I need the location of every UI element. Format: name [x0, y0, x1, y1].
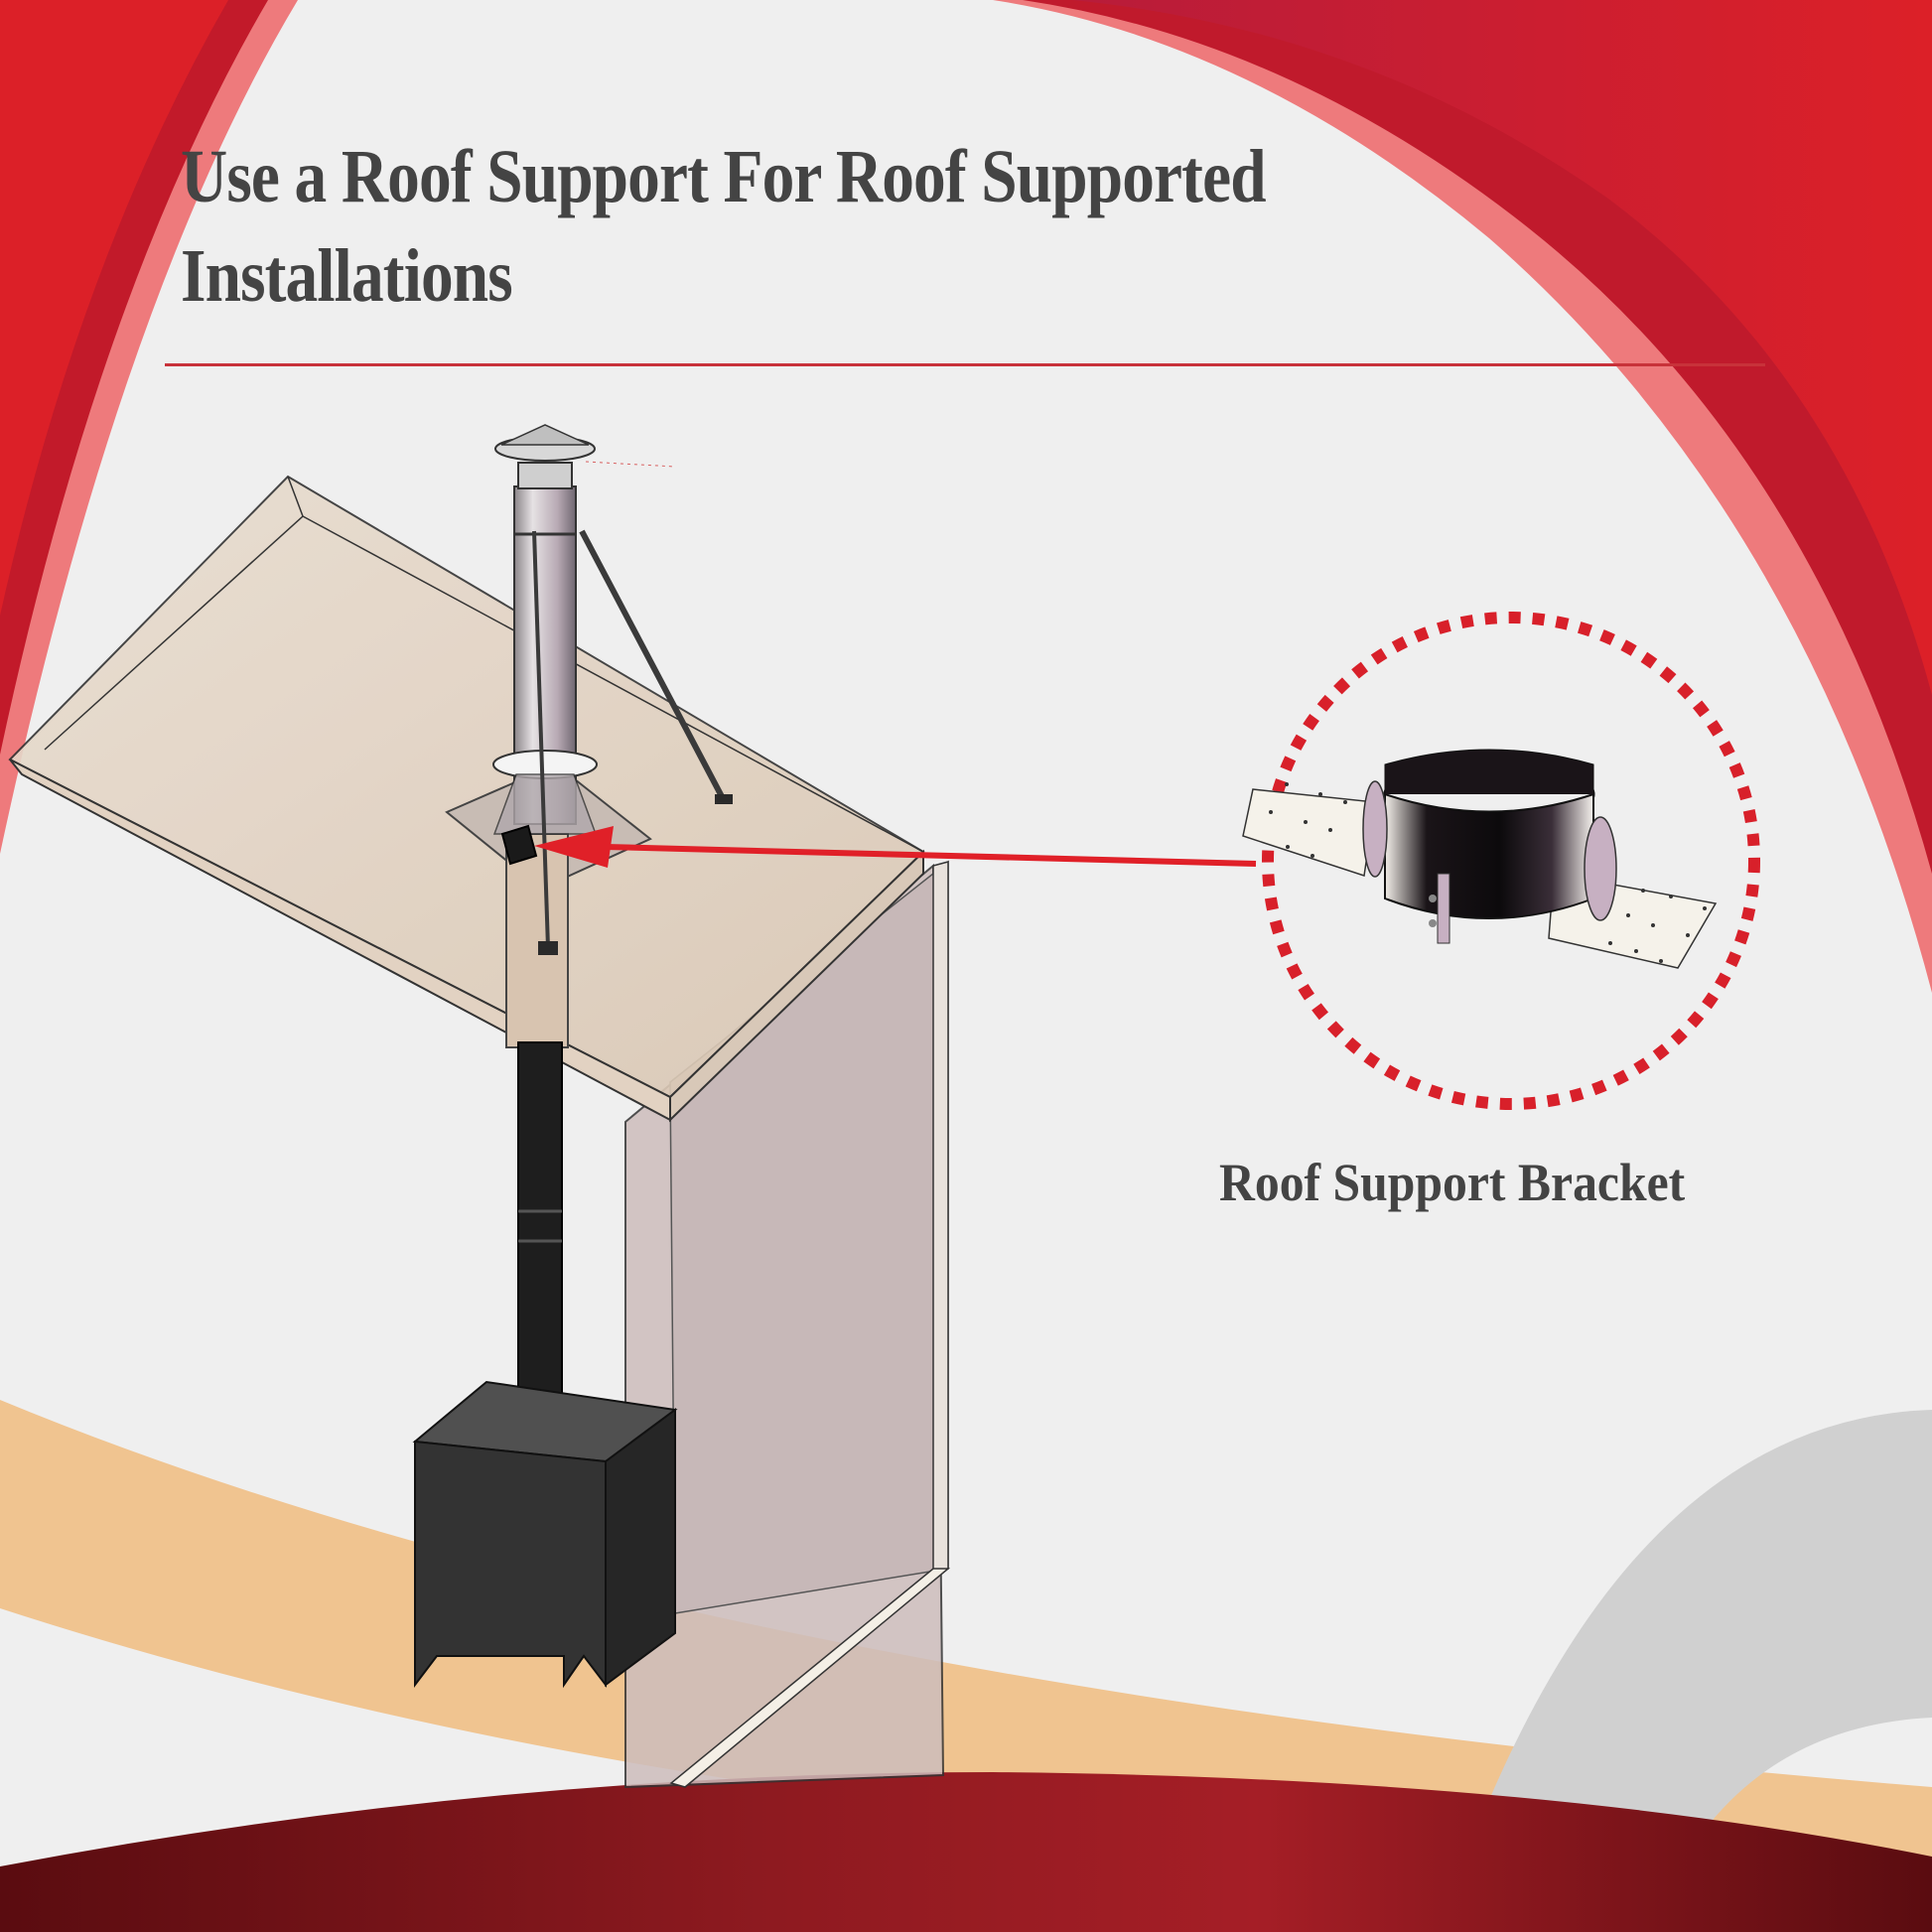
installed-bracket: [500, 824, 538, 866]
peach-wave: [0, 1400, 1932, 1863]
top-left-swoosh: [0, 0, 298, 854]
callout-dotted-circle: [1262, 612, 1760, 1110]
pointer-arrow: [534, 826, 1257, 868]
page-title: Use a Roof Support For Roof Supported In…: [181, 127, 1316, 326]
title-line-2: Installations: [181, 234, 513, 318]
title-divider: [165, 363, 1765, 366]
wall: [624, 860, 951, 1789]
bottom-red-wave: [0, 1772, 1932, 1932]
roof-brace: [579, 529, 728, 804]
bracket-caption: Roof Support Bracket: [1219, 1153, 1686, 1212]
gray-arc: [1440, 1410, 1932, 1932]
top-right-swoosh: [993, 0, 1932, 993]
chimney-cap: [494, 424, 596, 489]
stovepipe: [517, 1041, 563, 1431]
chimney-installation-illustration: [8, 424, 951, 1789]
roof: [8, 475, 925, 1123]
lower-pipe: [505, 833, 569, 1048]
wood-stove: [412, 1380, 678, 1689]
roof-support-bracket-icon: [1242, 749, 1718, 969]
title-line-1: Use a Roof Support For Roof Supported: [181, 135, 1267, 218]
